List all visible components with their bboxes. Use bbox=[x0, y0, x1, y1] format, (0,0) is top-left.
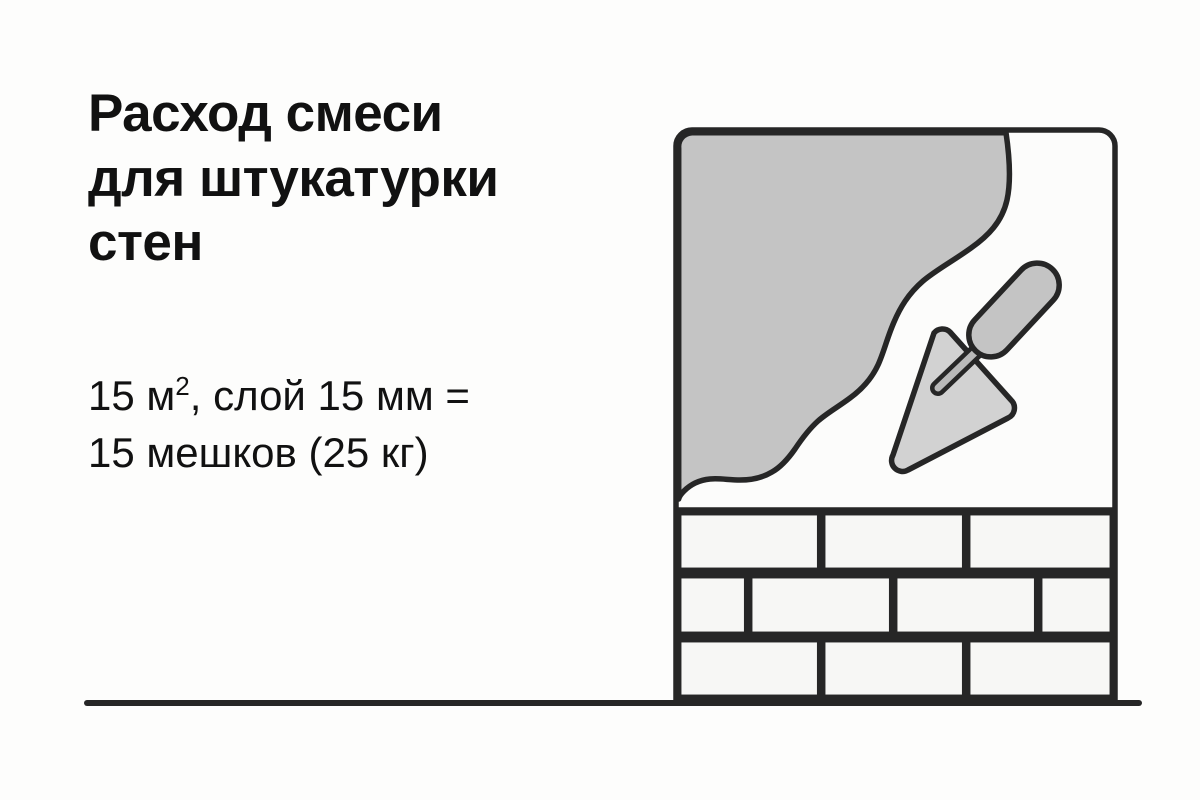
trowel bbox=[888, 260, 1062, 475]
brick bbox=[675, 572, 750, 638]
plaster-patch-shape bbox=[675, 129, 1013, 502]
subtitle: 15 м2, слой 15 мм = 15 мешков (25 кг) bbox=[88, 368, 708, 481]
subtitle-layer-value: , слой 15 мм = bbox=[189, 372, 470, 419]
brick bbox=[675, 636, 823, 701]
plaster-patch bbox=[675, 129, 1013, 502]
trowel-blade bbox=[888, 326, 1018, 475]
subtitle-area-value: 15 м bbox=[88, 372, 176, 419]
subtitle-line2: 15 мешков (25 кг) bbox=[88, 428, 429, 476]
page-title: Расход смеси для штукатурки стен bbox=[88, 84, 499, 273]
brick bbox=[746, 572, 895, 638]
brick bbox=[964, 509, 1116, 574]
headline-block: Расход смеси для штукатурки стен bbox=[88, 82, 688, 276]
brick bbox=[891, 572, 1040, 638]
brick bbox=[819, 509, 968, 574]
square-superscript: 2 bbox=[175, 371, 190, 401]
brick bbox=[964, 636, 1116, 701]
brick-course bbox=[675, 507, 1116, 701]
brick bbox=[675, 509, 823, 574]
brick bbox=[819, 636, 968, 701]
subtitle-line1: 15 м2, слой 15 мм = bbox=[88, 372, 470, 419]
brick bbox=[1036, 572, 1116, 638]
trowel-handle bbox=[966, 260, 1062, 360]
